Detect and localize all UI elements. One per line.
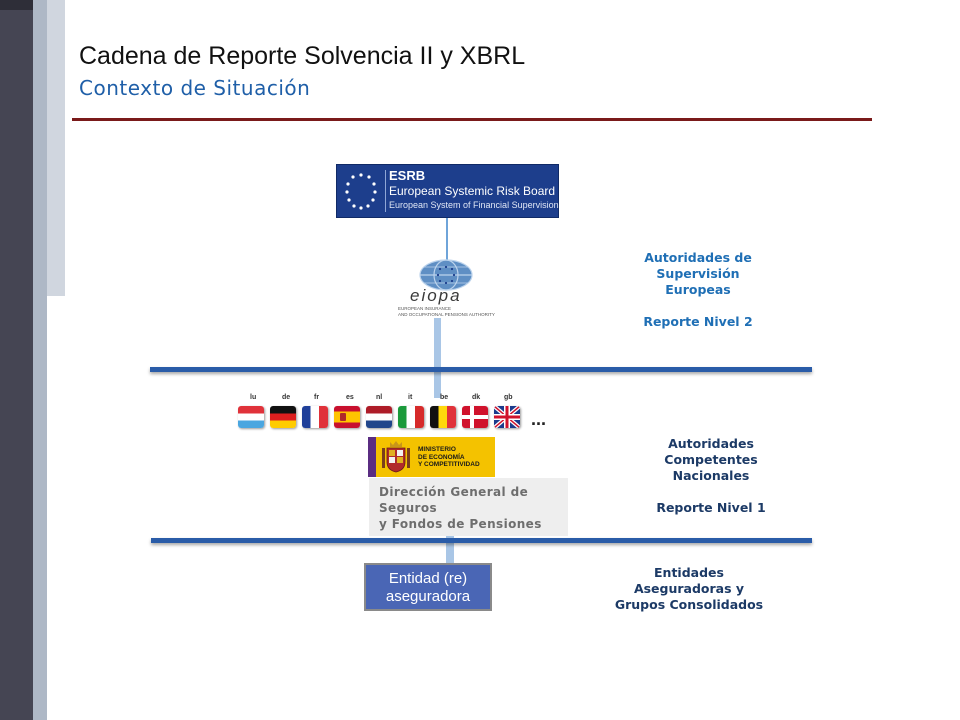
label-entities-line2: Aseguradoras y xyxy=(633,581,745,596)
label-entities-line3: Grupos Consolidados xyxy=(614,597,764,612)
label-european-line3: Europeas xyxy=(665,282,731,297)
connector-national-entity xyxy=(446,536,454,566)
ministerio-line3: Y COMPETITIVIDAD xyxy=(418,461,480,468)
side-bar-light xyxy=(33,0,47,720)
mineco-stripe xyxy=(368,437,376,477)
flag-lu-icon xyxy=(238,406,264,428)
label-entities: Entidades Aseguradoras y Grupos Consolid… xyxy=(594,565,784,613)
flag-code-es: es xyxy=(346,394,354,401)
page-title: Cadena de Reporte Solvencia II y XBRL xyxy=(79,42,526,70)
dk-cross-h xyxy=(462,415,488,419)
flags-more: ... xyxy=(531,409,547,429)
flag-it-icon xyxy=(398,406,424,428)
flag-code-dk: dk xyxy=(472,394,481,401)
flag-de-icon xyxy=(270,406,296,428)
flag-fr-icon xyxy=(302,406,328,428)
dgs-box: Dirección General de Seguros y Fondos de… xyxy=(369,478,568,536)
label-entities-line1: Entidades xyxy=(654,565,724,580)
entidad-box: Entidad (re) aseguradora xyxy=(364,563,492,611)
gb-union-icon xyxy=(494,406,520,428)
flag-nl-icon xyxy=(366,406,392,428)
esrb-separator xyxy=(385,170,386,212)
label-european-authorities: Autoridades de Supervisión Europeas Repo… xyxy=(628,250,768,330)
label-report-level2: Reporte Nivel 2 xyxy=(643,314,753,329)
label-national-line1: Autoridades xyxy=(668,436,754,451)
page-subtitle: Contexto de Situación xyxy=(79,76,311,100)
ministerio-text: MINISTERIO DE ECONOMÍA Y COMPETITIVIDAD xyxy=(418,446,480,469)
eiopa-globe-icon xyxy=(419,259,473,291)
flag-es-icon xyxy=(334,406,360,428)
eiopa-sub-line2: AND OCCUPATIONAL PENSIONS AUTHORITY xyxy=(398,312,495,317)
ministerio-line1: MINISTERIO xyxy=(418,446,456,453)
flag-dk-icon xyxy=(462,406,488,428)
flag-be-icon xyxy=(430,406,456,428)
title-rule xyxy=(72,118,872,121)
flag-code-fr: fr xyxy=(314,394,320,401)
esrb-system: European System of Financial Supervision xyxy=(389,200,559,210)
flag-code-de: de xyxy=(282,394,291,401)
esrb-acronym: ESRB xyxy=(389,168,426,183)
entidad-line2: aseguradora xyxy=(385,588,471,605)
label-european-line2: Supervisión xyxy=(656,266,740,281)
esrb-name: European Systemic Risk Board xyxy=(389,184,556,198)
label-report-level1: Reporte Nivel 1 xyxy=(656,500,766,515)
flag-code-nl: nl xyxy=(376,394,383,401)
flag-code-be: be xyxy=(440,394,449,401)
label-national-line3: Nacionales xyxy=(672,468,750,483)
level-line-european xyxy=(150,367,812,372)
dgs-text: Dirección General de Seguros y Fondos de… xyxy=(379,484,542,532)
dgs-line3: y Fondos de Pensiones xyxy=(379,517,542,531)
dgs-line2: Seguros xyxy=(379,501,438,515)
flag-code-it: it xyxy=(408,394,413,401)
entidad-line1: Entidad (re) xyxy=(388,570,468,587)
label-european-line1: Autoridades de xyxy=(644,250,752,265)
ministerio-logo: MINISTERIO DE ECONOMÍA Y COMPETITIVIDAD xyxy=(368,437,495,477)
ministerio-line2: DE ECONOMÍA xyxy=(418,453,465,461)
eu-stars-icon xyxy=(345,173,377,210)
connector-eiopa-national xyxy=(434,318,441,398)
level-line-national xyxy=(151,538,812,543)
eiopa-subtext: EUROPEAN INSURANCE AND OCCUPATIONAL PENS… xyxy=(398,306,498,318)
side-bar-dark xyxy=(0,0,33,720)
side-bar-top xyxy=(0,0,33,10)
esrb-logo: ESRB European Systemic Risk Board Europe… xyxy=(336,164,559,218)
dgs-line1: Dirección General de xyxy=(379,485,529,499)
eiopa-wordmark: eiopa xyxy=(410,286,462,305)
side-bar-mid xyxy=(47,0,65,296)
spain-coat-of-arms-icon xyxy=(382,441,410,473)
flag-code-gb: gb xyxy=(504,394,513,401)
flag-gb-icon xyxy=(494,406,520,428)
eiopa-sub-line1: EUROPEAN INSURANCE xyxy=(398,306,452,311)
connector-esrb-eiopa xyxy=(446,216,448,260)
label-national-line2: Competentes xyxy=(664,452,758,467)
flag-code-lu: lu xyxy=(250,394,257,401)
es-coat-icon xyxy=(340,413,346,421)
label-national-authorities: Autoridades Competentes Nacionales Repor… xyxy=(641,436,781,516)
